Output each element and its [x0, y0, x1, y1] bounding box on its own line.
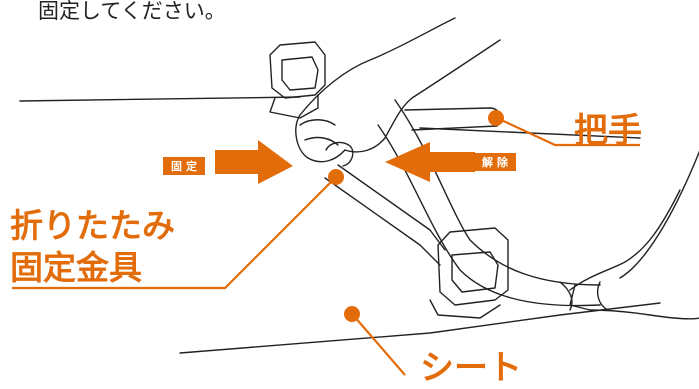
instruction-caption: 固定してください。 — [38, 0, 226, 23]
fix-tag: 固定 — [163, 157, 205, 175]
fold-bracket-label-line1: 折りたたみ — [10, 206, 175, 245]
fold-bracket-label: 折りたたみ 固定金具 — [10, 205, 175, 289]
handle-leader — [496, 117, 640, 147]
ground-line-left — [19, 96, 301, 102]
fold-bracket-label-line2: 固定金具 — [10, 248, 142, 287]
lower-bracket — [429, 227, 509, 319]
sheet-strap — [559, 281, 573, 311]
handle-point — [488, 110, 504, 126]
lower-hand — [569, 189, 699, 320]
illustration — [12, 17, 699, 376]
sheet-point — [344, 306, 360, 322]
upper-hand — [295, 17, 501, 167]
upper-bracket — [269, 41, 326, 119]
fix-arrow — [215, 140, 293, 184]
release-arrow — [385, 142, 475, 182]
fold-leader — [12, 177, 336, 290]
handle-bar — [404, 107, 502, 131]
sheet-leader — [352, 314, 406, 376]
release-tag: 解除 — [474, 153, 516, 171]
handle-label: 把手 — [574, 111, 642, 151]
sheet-label: シート — [420, 348, 522, 388]
frame-rod-bottom — [324, 177, 441, 266]
fold-point — [328, 169, 344, 185]
sheet-right — [619, 150, 699, 279]
ground-line-bottom — [179, 302, 661, 354]
